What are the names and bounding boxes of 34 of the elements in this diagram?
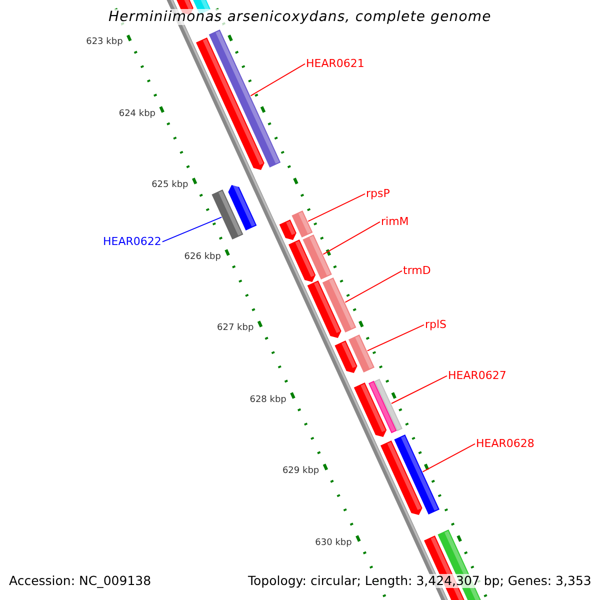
gene-block [322, 278, 356, 332]
gene-label: trmD [403, 264, 431, 278]
gene-block [374, 378, 402, 432]
leader-line [308, 193, 366, 222]
leader-line [422, 443, 476, 472]
leader-line [391, 375, 448, 404]
scale-label: 630 kbp [315, 538, 352, 548]
gene-label: HEAR0621 [306, 58, 364, 70]
scale-label: 626 kbp [184, 252, 221, 262]
leader-line [344, 270, 402, 303]
gene-block [212, 190, 244, 240]
scale-label: 624 kbp [118, 108, 156, 119]
gene-label: HEAR0627 [448, 370, 506, 382]
accession-label: Accession: NC_009138 [9, 574, 152, 588]
gene-label: rpsP [366, 188, 390, 200]
scale-label: 625 kbp [152, 180, 188, 190]
scale-label: 627 kbp [217, 323, 254, 334]
gene-label: rimM [381, 216, 409, 228]
gene-block [302, 234, 332, 280]
leader-line [250, 63, 306, 96]
gene-label: rplS [425, 318, 447, 332]
gene-block [208, 30, 281, 168]
title: Herminiimonas arsenicoxydans, complete genome [106, 9, 494, 26]
leader-line [366, 324, 424, 352]
genome-info: Topology: circular; Length: 3,424,307 bp; Genes: 3,353 [248, 574, 592, 588]
scale-label: 628 kbp [250, 394, 286, 405]
gene-block [394, 434, 440, 514]
scale-label: 629 kbp [282, 466, 320, 476]
scale-label: 623 kbp [86, 37, 123, 48]
leader-line [322, 221, 380, 255]
gene-block [292, 210, 313, 238]
gene-label: HEAR0628 [476, 438, 534, 450]
gene-label: HEAR0622 [103, 236, 162, 248]
gene-block [348, 334, 374, 372]
